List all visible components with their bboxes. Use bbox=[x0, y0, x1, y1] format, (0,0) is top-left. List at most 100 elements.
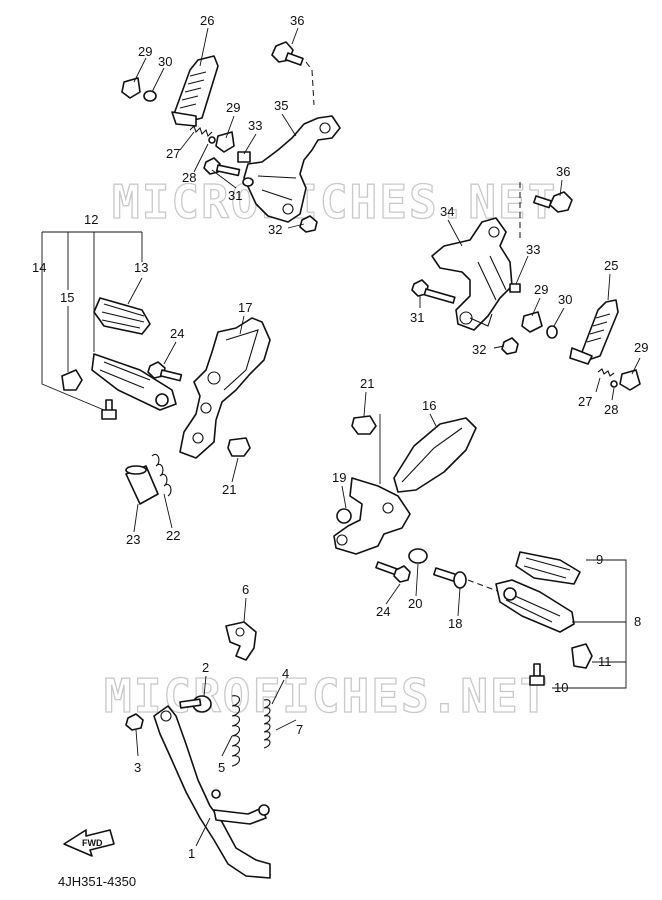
nut-32-top bbox=[299, 215, 318, 233]
callout-31-right: 31 bbox=[410, 310, 424, 325]
bolt-2 bbox=[179, 695, 212, 713]
footrest-bracket-17 bbox=[179, 317, 271, 459]
callout-23: 23 bbox=[126, 532, 140, 547]
callout-24-left: 24 bbox=[170, 326, 184, 341]
bolt-24-left bbox=[147, 361, 183, 382]
bolt-18 bbox=[433, 567, 467, 589]
callout-21-left: 21 bbox=[222, 482, 236, 497]
left-front-footrest-group bbox=[61, 297, 271, 505]
callout-35: 35 bbox=[274, 98, 288, 113]
damper-33-top bbox=[237, 151, 251, 163]
callout-30-top: 30 bbox=[158, 54, 172, 69]
leader-lines bbox=[41, 27, 641, 847]
spring-27-right bbox=[597, 368, 615, 377]
spring-5 bbox=[231, 695, 241, 767]
callout-8: 8 bbox=[634, 614, 641, 629]
callout-2: 2 bbox=[202, 660, 209, 675]
callout-29-top-right: 29 bbox=[226, 100, 240, 115]
callout-26: 26 bbox=[200, 13, 214, 28]
callout-3: 3 bbox=[134, 760, 141, 775]
damper-33-right bbox=[509, 283, 521, 293]
footrest-bracket-34 bbox=[431, 217, 513, 331]
callout-36-right: 36 bbox=[556, 164, 570, 179]
left-rear-footrest-group bbox=[121, 41, 341, 233]
callout-22: 22 bbox=[166, 528, 180, 543]
callout-32-right: 32 bbox=[472, 342, 486, 357]
bolt-14 bbox=[101, 399, 117, 420]
footrest-26 bbox=[171, 55, 219, 127]
callout-29-top-left: 29 bbox=[138, 44, 152, 59]
callout-36-top: 36 bbox=[290, 13, 304, 28]
fwd-label: FWD bbox=[82, 838, 103, 848]
footrest-25 bbox=[569, 299, 619, 365]
footrest-12 bbox=[91, 353, 177, 411]
footrest-bracket-19 bbox=[333, 477, 411, 555]
callout-4: 4 bbox=[282, 666, 289, 681]
rubber-11 bbox=[571, 643, 593, 669]
callout-14: 14 bbox=[32, 260, 46, 275]
damper-30-right bbox=[546, 325, 558, 339]
watermark-bottom: MICROFICHES.NET bbox=[104, 669, 549, 723]
callout-29-right-mid: 29 bbox=[534, 282, 548, 297]
callout-21-right: 21 bbox=[360, 376, 374, 391]
nut-21-left bbox=[227, 437, 251, 457]
right-rear-footrest-group bbox=[411, 182, 641, 391]
callout-numbers: 26 36 29 30 35 29 33 27 28 31 32 36 34 3… bbox=[32, 13, 648, 861]
callout-15: 15 bbox=[60, 290, 74, 305]
footrest-rubber-13 bbox=[93, 297, 151, 335]
callout-16: 16 bbox=[422, 398, 436, 413]
callout-13: 13 bbox=[134, 260, 148, 275]
bracket-6 bbox=[225, 621, 257, 661]
callout-20: 20 bbox=[408, 596, 422, 611]
footrest-bracket-35 bbox=[243, 115, 341, 223]
fwd-arrow: FWD bbox=[63, 829, 115, 857]
damper-30-top bbox=[143, 90, 157, 102]
callout-5: 5 bbox=[218, 760, 225, 775]
callout-30-right: 30 bbox=[558, 292, 572, 307]
ball-28-right bbox=[610, 380, 618, 388]
nut-21-right bbox=[351, 415, 377, 435]
plate-29-right-end bbox=[619, 369, 641, 391]
plate-29-top-left bbox=[121, 77, 141, 99]
callout-29-right-end: 29 bbox=[634, 340, 648, 355]
bolt-31-top bbox=[203, 157, 241, 177]
spring-22 bbox=[151, 453, 172, 497]
ball-28-top bbox=[208, 136, 216, 144]
callout-24-right: 24 bbox=[376, 604, 390, 619]
right-front-footrest-group bbox=[333, 415, 593, 686]
callout-33-right: 33 bbox=[526, 242, 540, 257]
heel-plate-16 bbox=[393, 417, 477, 493]
callout-10: 10 bbox=[554, 680, 568, 695]
nut-32-right bbox=[501, 337, 519, 355]
callout-32-top: 32 bbox=[268, 222, 282, 237]
sidestand-group bbox=[125, 621, 271, 879]
sidestand-1 bbox=[153, 705, 271, 879]
callout-34: 34 bbox=[440, 204, 454, 219]
callout-11: 11 bbox=[598, 654, 612, 669]
plate-29-top-right bbox=[215, 131, 235, 153]
callout-18: 18 bbox=[448, 616, 462, 631]
bolt-31-right bbox=[411, 279, 456, 304]
callout-28-right: 28 bbox=[604, 402, 618, 417]
callout-33-top: 33 bbox=[248, 118, 262, 133]
callout-9: 9 bbox=[596, 552, 603, 567]
footrest-rubber-9 bbox=[515, 551, 581, 585]
bolt-10 bbox=[529, 663, 545, 686]
bolt-24-right bbox=[375, 561, 411, 583]
watermark-top: MICROFICHES.NET bbox=[112, 175, 557, 229]
diagram-code: 4JH351-4350 bbox=[58, 874, 136, 889]
collar-20 bbox=[408, 548, 428, 564]
callout-12: 12 bbox=[84, 212, 98, 227]
callout-7: 7 bbox=[296, 722, 303, 737]
callout-25: 25 bbox=[604, 258, 618, 273]
spring-4 bbox=[263, 699, 271, 749]
bolt-36-right bbox=[533, 191, 573, 213]
callout-1: 1 bbox=[188, 846, 195, 861]
plate-29-right-mid bbox=[521, 311, 543, 333]
callout-6: 6 bbox=[242, 582, 249, 597]
callout-28-top: 28 bbox=[182, 170, 196, 185]
callout-31-top: 31 bbox=[228, 188, 242, 203]
callout-17: 17 bbox=[238, 300, 252, 315]
nut-3 bbox=[125, 713, 144, 731]
